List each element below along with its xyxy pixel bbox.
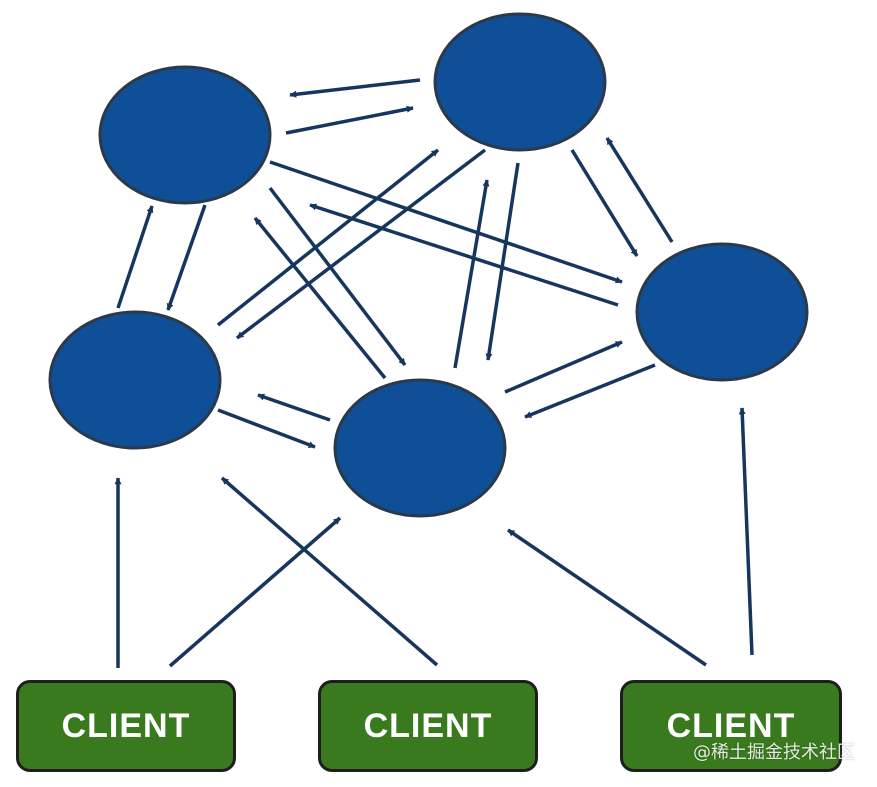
client-label-1: CLIENT bbox=[61, 706, 191, 745]
arrow-18 bbox=[524, 363, 656, 419]
arrow-22 bbox=[507, 528, 707, 667]
arrow-6 bbox=[309, 203, 619, 307]
arrow-2 bbox=[285, 105, 414, 135]
arrow-10 bbox=[235, 148, 487, 340]
server-node-2 bbox=[433, 12, 607, 152]
arrow-8 bbox=[253, 216, 387, 380]
arrow-9 bbox=[216, 148, 440, 327]
server-nodes bbox=[48, 12, 809, 518]
arrow-13 bbox=[570, 149, 639, 257]
arrow-23 bbox=[738, 407, 754, 656]
arrow-20 bbox=[168, 516, 342, 668]
server-node-3 bbox=[48, 310, 222, 450]
client-label-2: CLIENT bbox=[363, 706, 493, 745]
server-node-4 bbox=[333, 378, 507, 518]
client-box-1: CLIENT bbox=[16, 680, 236, 772]
server-node-5 bbox=[635, 242, 809, 382]
arrow-11 bbox=[453, 179, 490, 369]
watermark-text: @稀土掘金技术社区 bbox=[693, 742, 855, 763]
connection-arrows bbox=[114, 78, 754, 668]
arrow-1 bbox=[289, 78, 421, 98]
server-node-1 bbox=[98, 65, 272, 205]
arrow-3 bbox=[166, 204, 207, 311]
arrow-7 bbox=[268, 186, 407, 367]
arrow-14 bbox=[605, 137, 674, 243]
client-box-3: CLIENT bbox=[620, 680, 842, 772]
arrow-5 bbox=[269, 160, 623, 284]
arrow-15 bbox=[217, 408, 316, 449]
arrow-17 bbox=[504, 340, 623, 394]
arrow-12 bbox=[485, 162, 520, 361]
arrow-21 bbox=[220, 476, 439, 667]
arrow-16 bbox=[257, 393, 331, 422]
arrow-4 bbox=[116, 205, 154, 309]
client-box-2: CLIENT bbox=[318, 680, 538, 772]
client-label-3: CLIENT bbox=[666, 706, 796, 745]
